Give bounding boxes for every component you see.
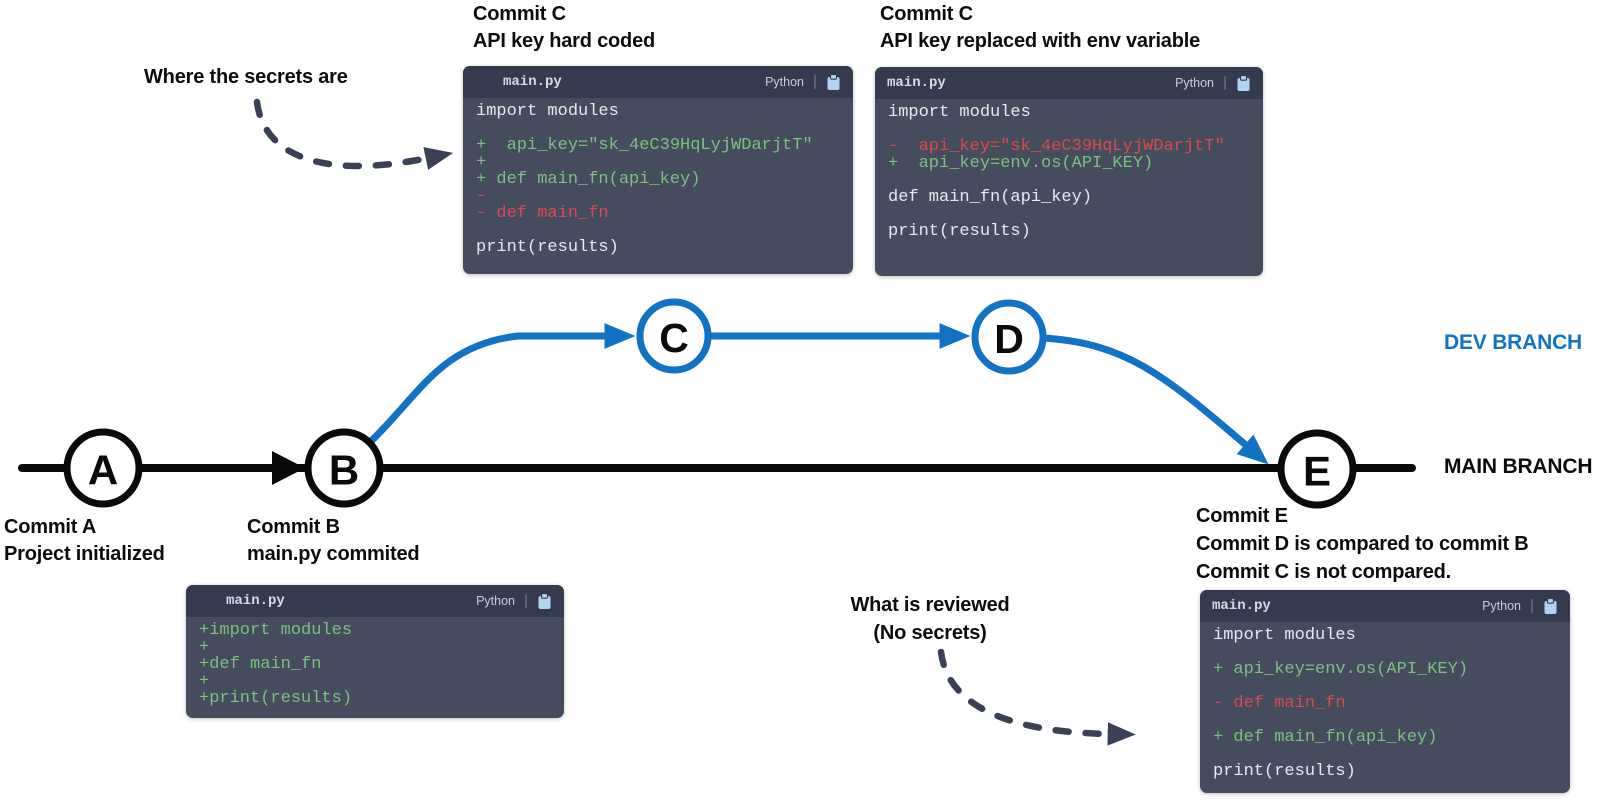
code-line: print(results): [888, 222, 1031, 241]
code-titlebar: main.py Python: [1200, 590, 1570, 622]
commit-a-title: Commit A: [4, 516, 97, 538]
code-window-commit-e: main.py Python import modules + api_key=…: [1200, 590, 1570, 793]
code-line: +print(results): [199, 689, 353, 708]
titlebar-divider: [1224, 76, 1226, 90]
commit-e-label: Commit E Commit D is compared to commit …: [1196, 502, 1529, 586]
reviewed-annotation-line2: (No secrets): [873, 622, 987, 644]
code-line: +: [476, 153, 487, 172]
filename-label: main.py: [226, 593, 285, 609]
panel-heading-hardcoded-line2: API key hard coded: [473, 30, 656, 52]
filename-label: main.py: [503, 74, 562, 90]
panel-heading-hardcoded: Commit C API key hard coded: [473, 1, 655, 55]
code-line: +: [199, 638, 210, 657]
main-branch-label: MAIN BRANCH: [1444, 455, 1593, 478]
code-body: import modules + api_key="sk_4eC39HqLyjW…: [463, 98, 853, 264]
code-line: +def main_fn: [199, 655, 322, 674]
code-titlebar: main.py Python: [875, 67, 1263, 99]
code-line: [476, 222, 840, 239]
reviewed-annotation-label: What is reviewed (No secrets): [822, 591, 1038, 647]
panel-heading-envvar-line2: API key replaced with env variable: [880, 30, 1201, 52]
titlebar-divider: [814, 75, 816, 89]
code-line: def main_fn(api_key): [888, 188, 1093, 207]
commit-node-e: E: [1277, 429, 1357, 509]
code-titlebar: main.py Python: [186, 585, 564, 617]
code-line: [1213, 644, 1557, 661]
code-line: [888, 121, 1250, 138]
code-line: [888, 206, 1250, 223]
code-line: print(results): [476, 238, 619, 257]
code-body: import modules - api_key="sk_4eC39HqLyjW…: [875, 99, 1263, 248]
clipboard-copy-icon[interactable]: [1236, 74, 1251, 92]
reviewed-annotation-line1: What is reviewed: [850, 594, 1010, 616]
language-label: Python: [1175, 76, 1214, 90]
commit-e-subtitle-1: Commit D is compared to commit B: [1196, 533, 1529, 555]
language-label: Python: [765, 75, 804, 89]
panel-heading-envvar-line1: Commit C: [880, 3, 973, 25]
secrets-annotation-label: Where the secrets are: [144, 66, 348, 88]
commit-node-d: D: [971, 299, 1047, 375]
code-line: [1213, 746, 1557, 763]
commit-node-a: A: [63, 428, 143, 508]
code-body: import modules + api_key=env.os(API_KEY)…: [1200, 622, 1570, 788]
commit-e-title: Commit E: [1196, 505, 1288, 527]
code-line: + def main_fn(api_key): [1213, 728, 1438, 747]
commit-b-subtitle: main.py commited: [247, 543, 420, 565]
code-line: + def main_fn(api_key): [476, 170, 701, 189]
code-line: [1213, 678, 1557, 695]
code-line: - def main_fn: [1213, 694, 1346, 713]
panel-heading-envvar: Commit C API key replaced with env varia…: [880, 1, 1200, 55]
code-line: print(results): [1213, 762, 1356, 781]
reviewed-annotation-arrow: [937, 648, 1136, 746]
commit-letter-c: C: [659, 315, 689, 361]
code-line: +import modules: [199, 621, 353, 640]
commit-a-subtitle: Project initialized: [4, 543, 165, 565]
code-window-commit-c-envvar: main.py Python import modules - api_key=…: [875, 67, 1263, 276]
code-line: -: [476, 187, 487, 206]
main-branch-arrowhead: [272, 451, 305, 485]
dev-branch-segment-b-c: [362, 323, 636, 450]
code-line: + api_key=env.os(API_KEY): [1213, 660, 1469, 679]
dev-branch-segment-d-e: [1039, 334, 1269, 465]
filename-label: main.py: [887, 75, 946, 91]
code-line: [476, 120, 840, 137]
clipboard-copy-icon[interactable]: [1543, 597, 1558, 615]
titlebar-divider: [525, 594, 527, 608]
secrets-annotation-arrow: [253, 98, 454, 170]
code-line: [1213, 712, 1557, 729]
panel-heading-hardcoded-line1: Commit C: [473, 3, 566, 25]
code-window-commit-c-hardcoded: main.py Python import modules + api_key=…: [463, 66, 853, 274]
code-line: import modules: [888, 103, 1031, 122]
commit-letter-d: D: [994, 316, 1024, 362]
language-label: Python: [1482, 599, 1521, 613]
code-body: +import modules++def main_fn++print(resu…: [186, 617, 564, 715]
code-line: + api_key=env.os(API_KEY): [888, 154, 1154, 173]
commit-node-c: C: [636, 298, 712, 374]
commit-letter-b: B: [329, 447, 359, 494]
titlebar-divider: [1531, 599, 1533, 613]
clipboard-copy-icon[interactable]: [537, 592, 552, 610]
code-line: - def main_fn: [476, 204, 609, 223]
language-label: Python: [476, 594, 515, 608]
filename-label: main.py: [1212, 598, 1271, 614]
clipboard-copy-icon[interactable]: [826, 73, 841, 91]
code-window-commit-b: main.py Python +import modules++def main…: [186, 585, 564, 718]
code-line: + api_key="sk_4eC39HqLyjWDarjtT": [476, 136, 813, 155]
commit-b-title: Commit B: [247, 516, 340, 538]
code-titlebar: main.py Python: [463, 66, 853, 98]
code-line: import modules: [476, 102, 619, 121]
commit-node-b: B: [304, 428, 384, 508]
code-line: - api_key="sk_4eC39HqLyjWDarjtT": [888, 137, 1225, 156]
code-line: [888, 172, 1250, 189]
code-line: +: [199, 672, 210, 691]
commit-a-label: Commit A Project initialized: [4, 514, 165, 568]
commit-e-subtitle-2: Commit C is not compared.: [1196, 561, 1452, 583]
commit-letter-e: E: [1303, 448, 1331, 495]
dev-branch-label: DEV BRANCH: [1444, 331, 1583, 354]
code-line: import modules: [1213, 626, 1356, 645]
commit-b-label: Commit B main.py commited: [247, 514, 420, 568]
commit-letter-a: A: [88, 447, 118, 494]
